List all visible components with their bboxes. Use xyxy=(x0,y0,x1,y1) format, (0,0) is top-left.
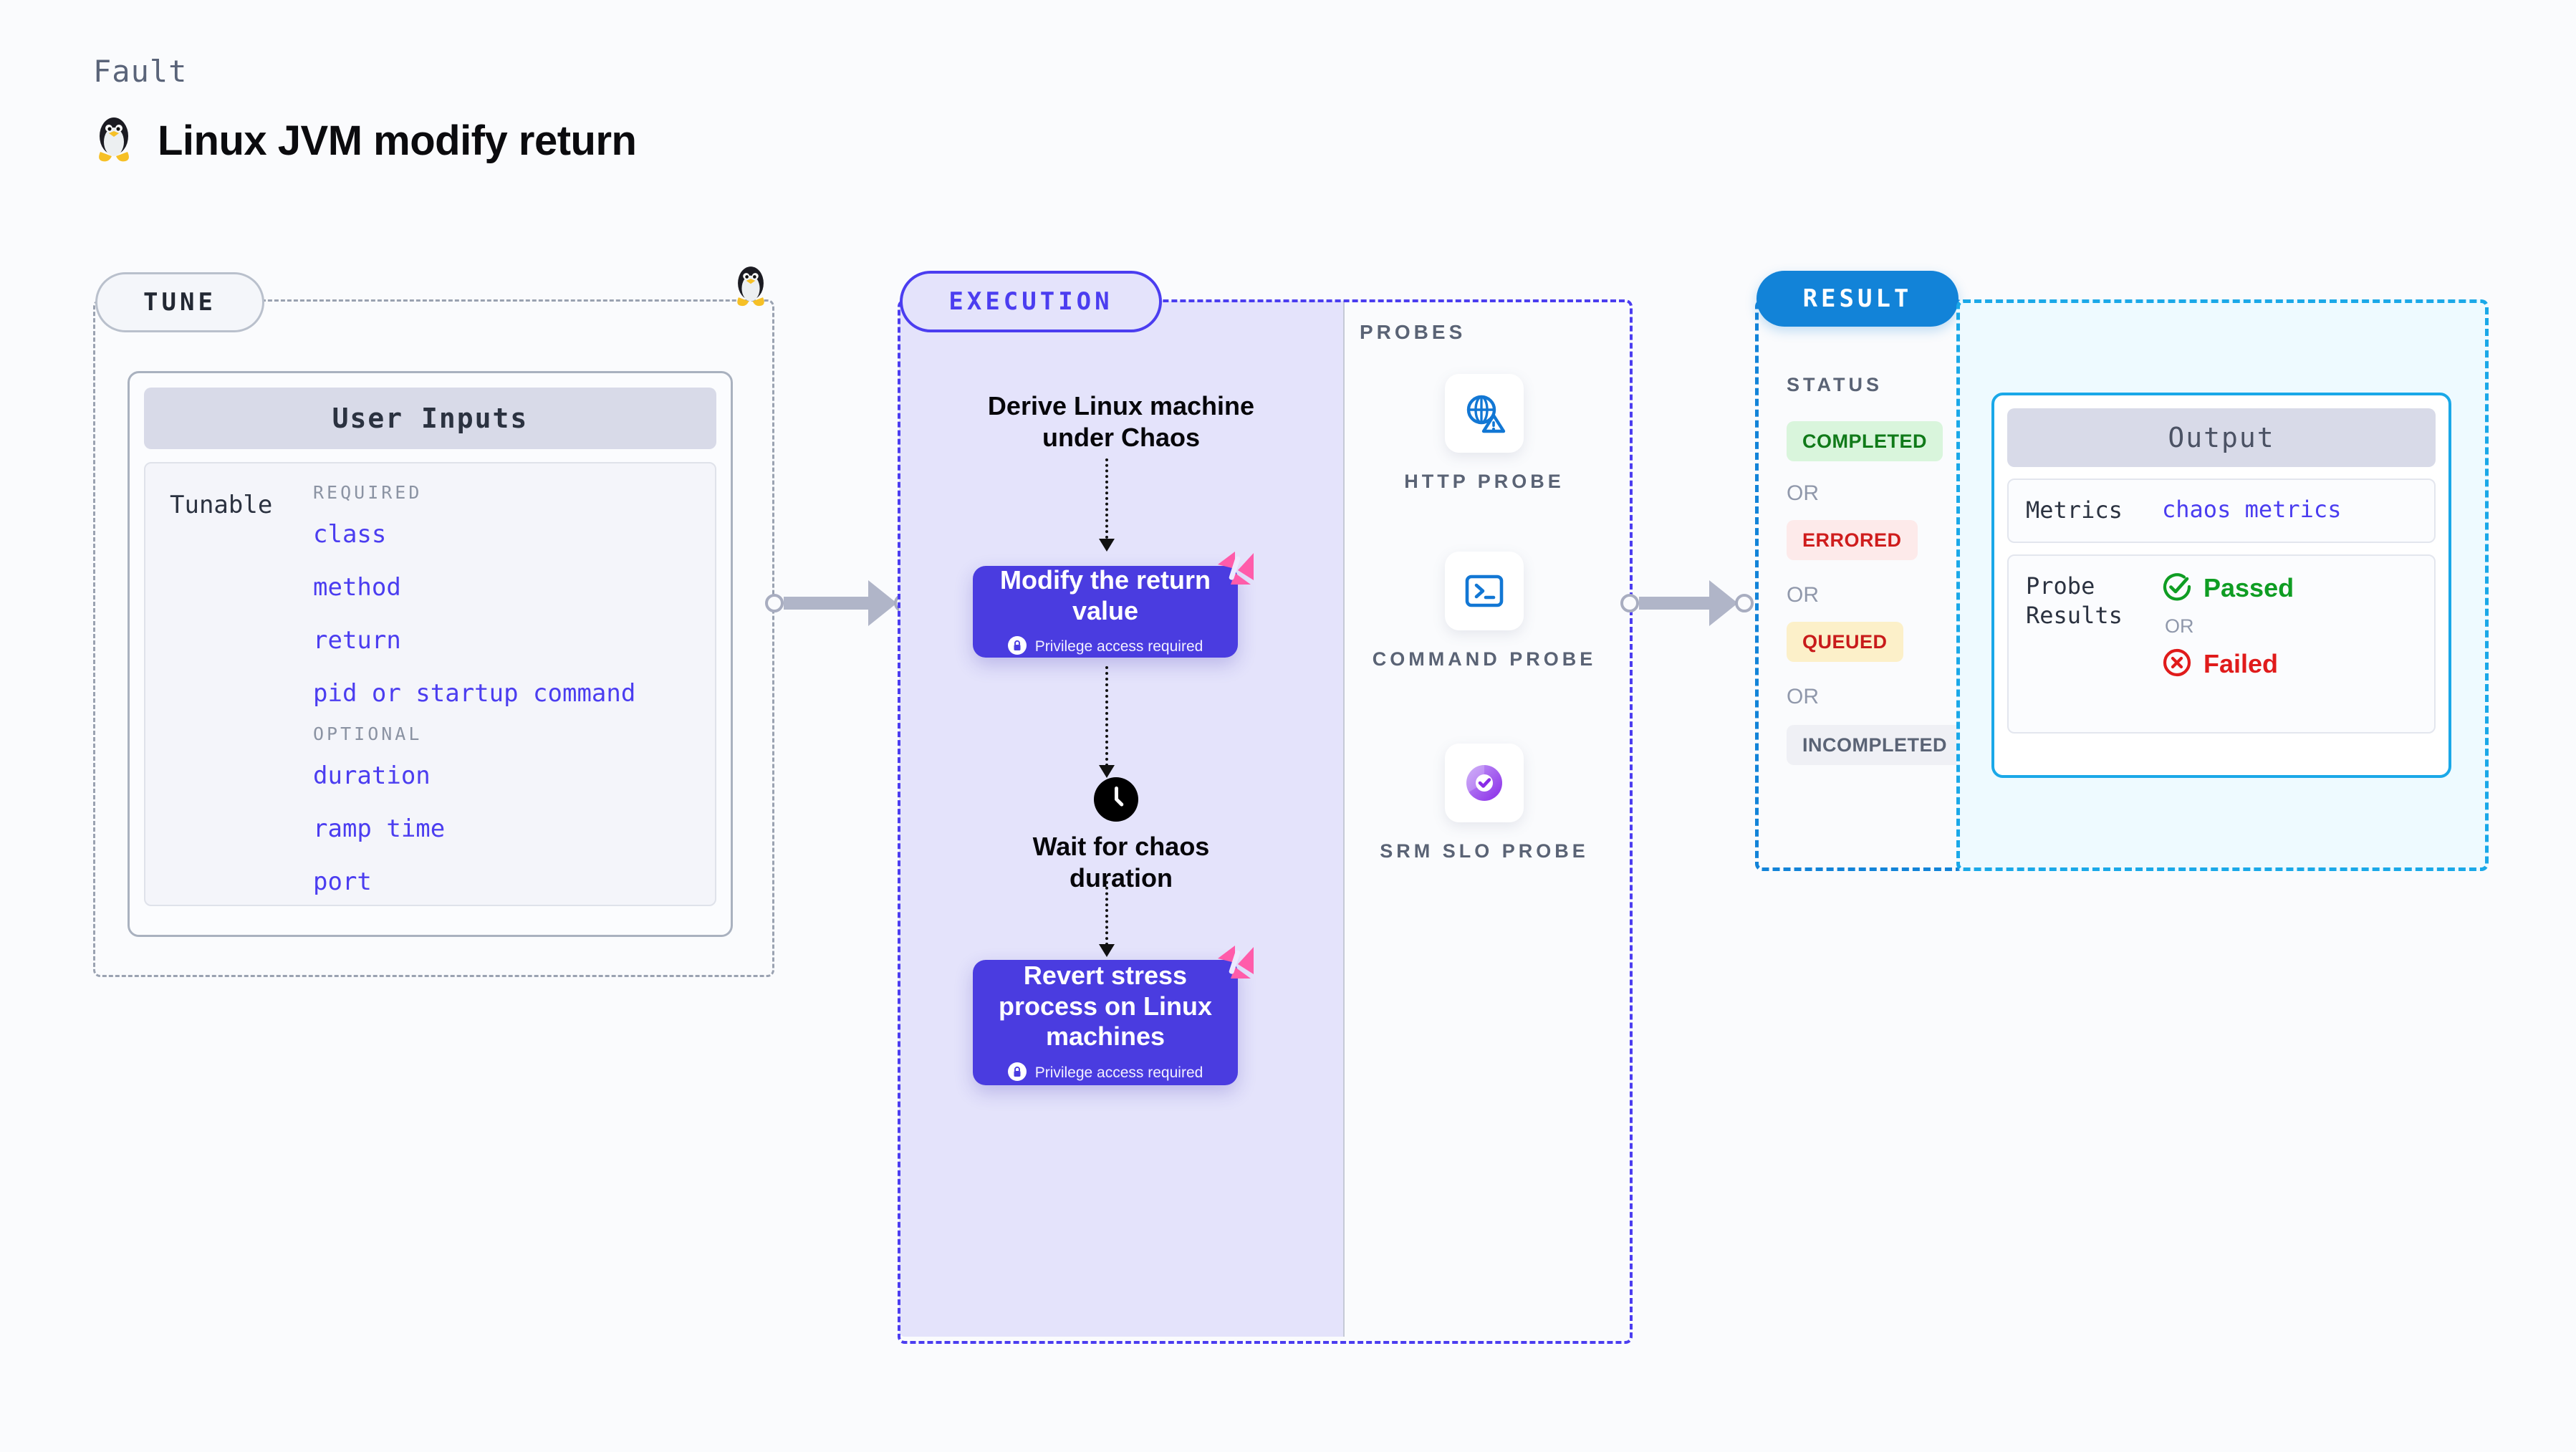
connector-dot-left xyxy=(1620,594,1639,612)
probe-result-passed-label: Passed xyxy=(2203,573,2294,603)
execution-step-derive-label: Derive Linux machine under Chaos xyxy=(987,391,1255,452)
privilege-text: Privilege access required xyxy=(1034,1064,1203,1082)
page-title-row: Linux JVM modify return xyxy=(93,115,637,167)
probe-label: HTTP PROBE xyxy=(1404,471,1565,492)
output-card: Output Metrics chaos metrics Probe Resul… xyxy=(1991,393,2451,778)
group-label-required: REQUIRED xyxy=(313,482,423,503)
action-card-title: Modify the return value xyxy=(1000,565,1211,625)
linux-penguin-icon-border xyxy=(732,264,769,312)
page-eyebrow: Fault xyxy=(93,54,188,89)
tunable-ramp-time[interactable]: ramp time xyxy=(313,814,446,843)
or-separator: OR xyxy=(2165,615,2194,637)
probe-result-failed-label: Failed xyxy=(2203,649,2279,679)
lock-icon xyxy=(1007,1062,1027,1085)
probe-command[interactable]: COMMAND PROBE xyxy=(1343,552,1625,672)
output-key-probe-results: Probe Results xyxy=(2026,572,2123,630)
probe-label: COMMAND PROBE xyxy=(1372,648,1597,670)
execution-step-revert-card[interactable]: Revert stress process on Linux machines … xyxy=(973,946,1254,1085)
probe-result-values: Passed OR Failed xyxy=(2162,572,2294,716)
privilege-row: Privilege access required xyxy=(1007,1062,1203,1085)
or-separator: OR xyxy=(1787,481,1819,505)
connector-tune-to-execution xyxy=(765,580,913,626)
tunable-return[interactable]: return xyxy=(313,626,401,655)
check-circle-icon xyxy=(2162,572,2192,605)
linux-penguin-icon xyxy=(93,115,135,167)
dotted-arrowhead-1 xyxy=(1099,539,1115,552)
probe-result-failed: Failed xyxy=(2162,648,2294,681)
harness-logo-icon xyxy=(1213,941,1258,986)
output-row-metrics: Metrics chaos metrics xyxy=(2007,479,2436,543)
tunable-values: REQUIRED class method return pid or star… xyxy=(313,482,703,896)
output-key-metrics: Metrics xyxy=(2026,496,2123,524)
probes-divider xyxy=(1343,301,1345,1337)
tunable-pid-or-startup-command[interactable]: pid or startup command xyxy=(313,679,636,708)
status-badge-incompleted: INCOMPLETED xyxy=(1787,725,1964,765)
connector-probes-to-result xyxy=(1620,580,1754,626)
privilege-text: Privilege access required xyxy=(1034,638,1203,655)
connector-line xyxy=(784,597,870,610)
output-value-chaos-metrics[interactable]: chaos metrics xyxy=(2162,496,2342,523)
status-label: STATUS xyxy=(1787,374,1883,395)
result-pill[interactable]: RESULT xyxy=(1756,271,1959,327)
execution-step-wait-label: Wait for chaos duration xyxy=(1032,832,1210,893)
group-label-optional: OPTIONAL xyxy=(313,723,423,744)
connector-dot-left xyxy=(765,594,784,612)
terminal-icon xyxy=(1445,552,1524,630)
execution-pill[interactable]: EXECUTION xyxy=(900,271,1162,332)
slo-donut-check-icon xyxy=(1445,744,1524,822)
dotted-arrowhead-3 xyxy=(1099,944,1115,957)
tune-section xyxy=(93,299,774,977)
clock-icon xyxy=(1094,777,1138,825)
output-header: Output xyxy=(2007,408,2436,467)
lock-icon xyxy=(1007,635,1027,658)
tunable-duration[interactable]: duration xyxy=(313,761,431,790)
action-card-title: Revert stress process on Linux machines xyxy=(998,961,1213,1052)
user-inputs-card: User Inputs Tunable REQUIRED class metho… xyxy=(128,371,733,937)
connector-line xyxy=(1639,597,1711,610)
globe-warning-icon xyxy=(1445,374,1524,453)
dotted-arrowhead-2 xyxy=(1099,765,1115,778)
or-separator: OR xyxy=(1787,583,1819,607)
tunable-table: Tunable REQUIRED class method return pid… xyxy=(144,462,716,906)
privilege-row: Privilege access required xyxy=(1007,635,1203,658)
status-badge-completed: COMPLETED xyxy=(1787,421,1943,461)
probes-section-label: PROBES xyxy=(1360,321,1466,343)
probe-srm-slo[interactable]: SRM SLO PROBE xyxy=(1343,744,1625,864)
connector-dot-right xyxy=(1735,594,1754,612)
execution-step-modify-card[interactable]: Modify the return value Privilege access… xyxy=(973,552,1254,658)
connector-arrowhead xyxy=(1709,580,1738,626)
probe-result-passed: Passed xyxy=(2162,572,2294,605)
page-title: Linux JVM modify return xyxy=(158,117,637,164)
probe-http[interactable]: HTTP PROBE xyxy=(1343,374,1625,494)
connector-arrowhead xyxy=(868,580,897,626)
tunable-port[interactable]: port xyxy=(313,867,372,896)
dotted-connector-1 xyxy=(1105,458,1108,539)
status-badge-queued: QUEUED xyxy=(1787,622,1903,662)
dotted-connector-3 xyxy=(1105,881,1108,946)
execution-section xyxy=(898,299,1633,1344)
close-circle-icon xyxy=(2162,648,2192,681)
user-inputs-header: User Inputs xyxy=(144,388,716,449)
output-row-probe-results: Probe Results Passed OR xyxy=(2007,554,2436,734)
harness-logo-icon xyxy=(1213,547,1258,592)
tunable-class[interactable]: class xyxy=(313,520,387,549)
tunable-row-label: Tunable xyxy=(170,491,273,519)
tune-pill[interactable]: TUNE xyxy=(95,272,264,332)
status-badge-errored: ERRORED xyxy=(1787,520,1918,560)
dotted-connector-2 xyxy=(1105,666,1108,766)
probe-label: SRM SLO PROBE xyxy=(1380,840,1589,862)
tunable-method[interactable]: method xyxy=(313,573,401,602)
or-separator: OR xyxy=(1787,685,1819,708)
